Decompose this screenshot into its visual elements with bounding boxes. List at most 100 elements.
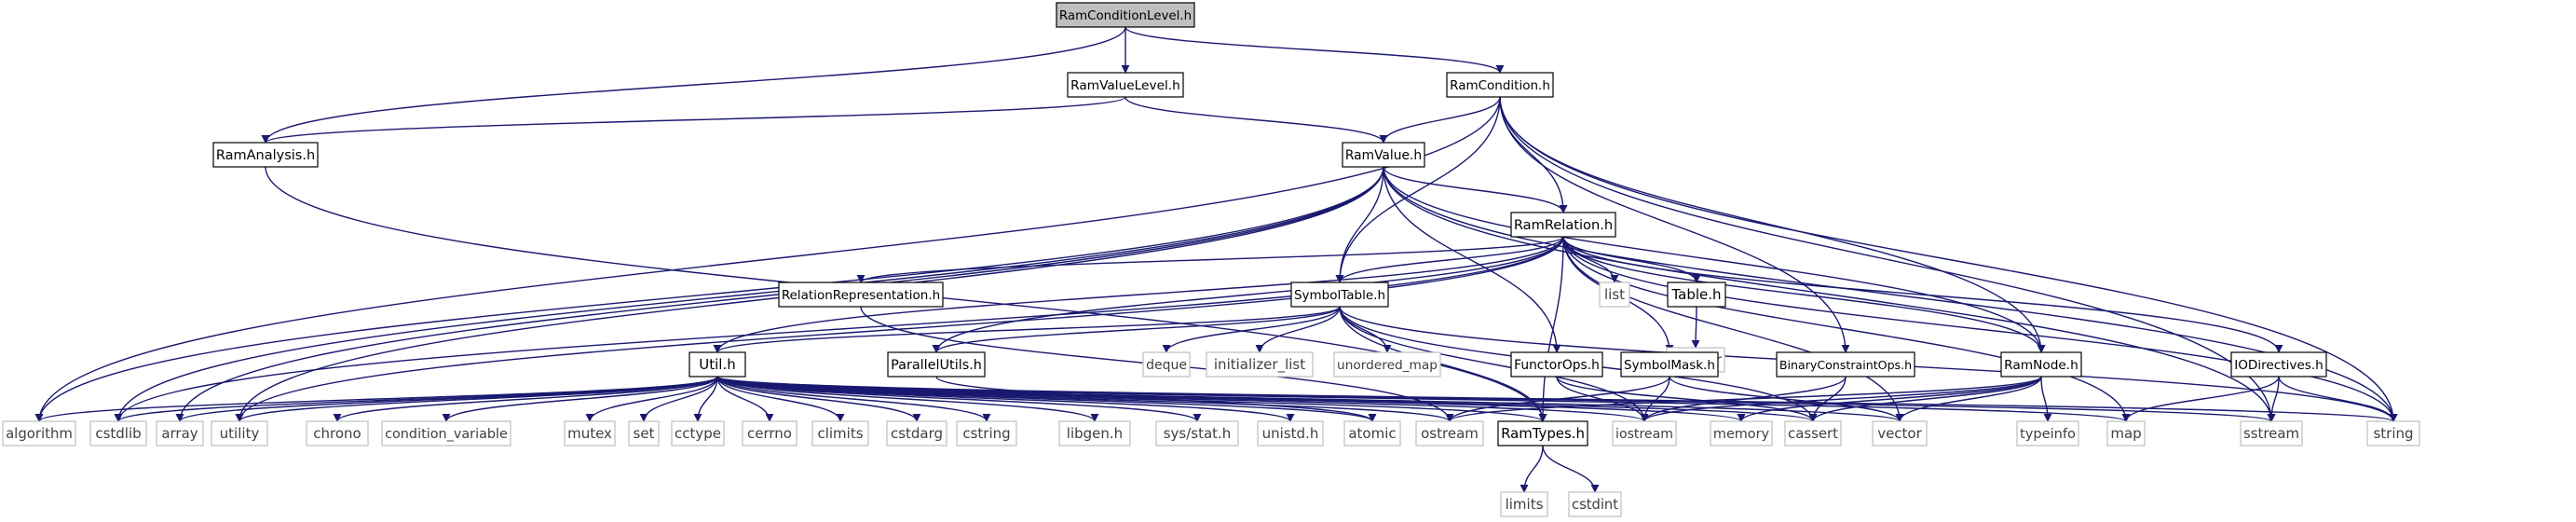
- node-binary-constraint-ops-box: [1776, 351, 1915, 378]
- node-ram-analysis[interactable]: RamAnalysis.h: [212, 142, 319, 168]
- node-iodirectives-box: [2230, 351, 2327, 378]
- node-ram-types-box: [1497, 420, 1588, 446]
- node-iodirectives[interactable]: IODirectives.h: [2230, 351, 2327, 378]
- node-sstream-box: [2240, 420, 2303, 446]
- edge-functor-ops-to-cassert: [1556, 376, 1818, 422]
- edge-ram-relation-to-utility: [235, 236, 1564, 422]
- node-condition-variable-label: condition_variable: [385, 427, 508, 442]
- node-ram-condition[interactable]: RamCondition.h: [1446, 72, 1554, 98]
- node-libgen: libgen.h: [1058, 420, 1131, 446]
- edge-util-to-libgen: [716, 376, 1099, 422]
- node-ram-node-label: RamNode.h: [2004, 358, 2079, 373]
- node-table-box: [1667, 282, 1726, 308]
- node-array: array: [156, 420, 204, 446]
- edge-util-to-chrono: [333, 376, 718, 422]
- edge-ram-relation-to-cstdlib: [114, 236, 1564, 422]
- edge-util-to-cerrno: [716, 376, 774, 422]
- node-deque: deque: [1142, 351, 1191, 378]
- node-set: set: [628, 420, 660, 446]
- node-string: string: [2366, 420, 2420, 446]
- node-climits-box: [811, 420, 869, 446]
- node-ram-value[interactable]: RamValue.h: [1342, 142, 1425, 168]
- edge-ram-relation-to-string: [1562, 236, 2398, 422]
- edge-ram-node-to-iostream: [1640, 376, 2042, 422]
- node-util[interactable]: Util.h: [688, 351, 746, 378]
- node-cerrno-label: cerrno: [747, 425, 792, 442]
- edge-ram-condition-to-binary-constraint-ops: [1499, 96, 1850, 353]
- edge-ram-value-to-sstream: [1383, 166, 2276, 422]
- node-cstdlib: cstdlib: [89, 420, 147, 446]
- node-iostream-label: iostream: [1615, 427, 1673, 442]
- node-map: map: [2106, 420, 2146, 446]
- node-ram-node-box: [2000, 351, 2082, 378]
- node-symbol-table-box: [1290, 282, 1389, 308]
- node-table[interactable]: Table.h: [1667, 282, 1726, 308]
- node-ostream: ostream: [1415, 420, 1484, 446]
- node-unistd-box: [1257, 420, 1324, 446]
- edge-util-to-sysstat: [716, 376, 1202, 422]
- node-memory-label: memory: [1713, 427, 1770, 442]
- node-symbol-table[interactable]: SymbolTable.h: [1290, 282, 1389, 308]
- edge-ram-node-to-ostream: [1445, 376, 2042, 422]
- node-memory-box: [1710, 420, 1773, 446]
- edge-util-to-mutex: [585, 376, 718, 422]
- edge-ram-relation-to-relation-representation: [856, 236, 1564, 283]
- node-cstdint: cstdint: [1568, 491, 1622, 517]
- edge-util-to-array: [175, 376, 718, 422]
- node-symbol-mask[interactable]: SymbolMask.h: [1620, 351, 1719, 378]
- node-sstream-label: sstream: [2243, 425, 2299, 442]
- node-set-label: set: [634, 425, 655, 442]
- node-relation-representation-box: [778, 282, 944, 308]
- edge-ram-value-level-to-ram-value: [1124, 96, 1388, 144]
- node-vector-box: [1872, 420, 1928, 446]
- node-cstdlib-box: [89, 420, 147, 446]
- edge-ram-relation-to-parallel-utils: [932, 236, 1564, 353]
- node-string-label: string: [2373, 425, 2413, 442]
- node-ram-condition-level[interactable]: RamConditionLevel.h: [1056, 2, 1195, 28]
- node-ram-types[interactable]: RamTypes.h: [1497, 420, 1588, 446]
- edge-table-to-iterator: [1691, 306, 1700, 349]
- node-unistd: unistd.h: [1257, 420, 1324, 446]
- node-cstdarg: cstdarg: [886, 420, 947, 446]
- node-ram-relation[interactable]: RamRelation.h: [1510, 212, 1616, 238]
- node-utility-box: [211, 420, 268, 446]
- node-functor-ops[interactable]: FunctorOps.h: [1510, 351, 1603, 378]
- edge-ram-condition-to-sstream: [1499, 96, 2276, 422]
- node-iostream: iostream: [1612, 420, 1677, 446]
- node-parallel-utils[interactable]: ParallelUtils.h: [887, 351, 986, 378]
- node-symbol-mask-label: SymbolMask.h: [1624, 358, 1715, 373]
- node-list: list: [1599, 282, 1630, 308]
- node-functor-ops-box: [1510, 351, 1603, 378]
- node-ram-value-box: [1342, 142, 1425, 168]
- node-cstring-box: [956, 420, 1017, 446]
- edge-util-to-vector: [716, 376, 1904, 422]
- edge-ram-condition-to-symbol-table: [1335, 96, 1501, 283]
- node-utility: utility: [211, 420, 268, 446]
- node-cassert: cassert: [1784, 420, 1842, 446]
- edge-ram-relation-to-ram-node: [1562, 236, 2046, 353]
- edge-ram-node-to-cassert: [1808, 376, 2042, 422]
- node-ram-types-label: RamTypes.h: [1501, 425, 1585, 442]
- node-climits-label: climits: [817, 425, 863, 442]
- node-cctype: cctype: [671, 420, 725, 446]
- node-list-box: [1599, 282, 1630, 308]
- edge-symbol-table-to-initializer-list: [1255, 306, 1341, 353]
- node-deque-label: deque: [1146, 358, 1187, 373]
- node-ostream-label: ostream: [1421, 425, 1479, 442]
- node-sysstat-label: sys/stat.h: [1164, 425, 1232, 442]
- node-relation-representation[interactable]: RelationRepresentation.h: [778, 282, 944, 308]
- node-ram-node[interactable]: RamNode.h: [2000, 351, 2082, 378]
- node-binary-constraint-ops[interactable]: BinaryConstraintOps.h: [1776, 351, 1915, 378]
- node-climits: climits: [811, 420, 869, 446]
- node-cstdarg-label: cstdarg: [891, 425, 943, 442]
- edge-ram-value-to-symbol-table: [1335, 166, 1384, 283]
- edge-ram-condition-level-to-ram-condition: [1124, 26, 1505, 74]
- node-limits: limits: [1500, 491, 1548, 517]
- edge-ram-condition-to-ram-value: [1379, 96, 1501, 144]
- edge-symbol-table-to-util: [713, 306, 1341, 353]
- node-deque-box: [1142, 351, 1191, 378]
- node-limits-box: [1500, 491, 1548, 517]
- node-cassert-label: cassert: [1788, 425, 1838, 442]
- node-ram-value-level[interactable]: RamValueLevel.h: [1067, 72, 1184, 98]
